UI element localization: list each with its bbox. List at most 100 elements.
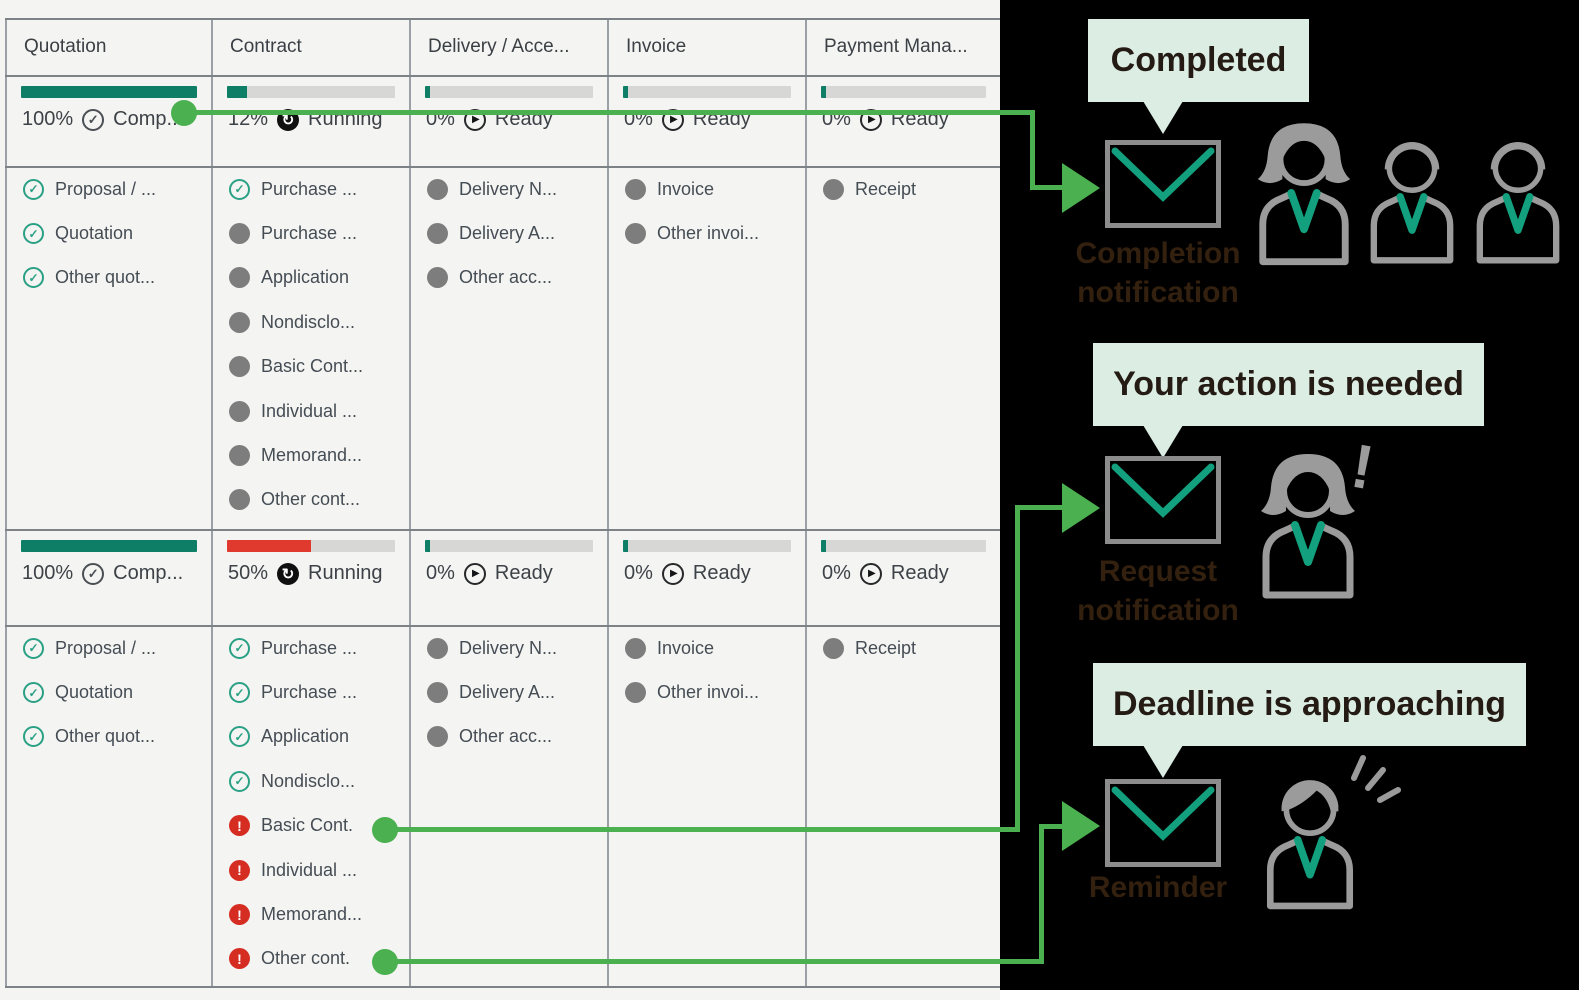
item-status-icon bbox=[427, 267, 448, 289]
progress-fill bbox=[21, 540, 197, 552]
envelope-label-completion: Completion notification bbox=[1075, 237, 1241, 309]
list-item[interactable]: Purchase ... bbox=[213, 670, 409, 714]
list-item[interactable]: Delivery N... bbox=[411, 167, 607, 211]
list-item[interactable]: Delivery A... bbox=[411, 211, 607, 255]
list-item[interactable]: Invoice bbox=[609, 167, 805, 211]
list-item[interactable]: Delivery A... bbox=[411, 670, 607, 714]
arrowhead-reminder bbox=[1062, 801, 1100, 851]
status-label: Comp... bbox=[113, 562, 184, 584]
item-label: Delivery A... bbox=[459, 223, 556, 244]
item-label: Delivery N... bbox=[459, 637, 558, 658]
item-status-icon bbox=[229, 859, 250, 881]
progress-percent: 50% bbox=[228, 562, 269, 584]
grid-line bbox=[5, 18, 1000, 20]
list-item[interactable]: Receipt bbox=[807, 167, 1000, 211]
item-status-icon bbox=[427, 223, 448, 245]
progress-percent: 0% bbox=[624, 562, 653, 584]
item-status-icon bbox=[229, 637, 250, 659]
column-quotation: Quotation 100%Comp... Proposal / ...Quot… bbox=[5, 18, 211, 986]
list-item[interactable]: Purchase ... bbox=[213, 626, 409, 670]
list-item[interactable]: Individual ... bbox=[213, 389, 409, 433]
progress-fill bbox=[425, 540, 430, 552]
item-label: Other invoi... bbox=[657, 682, 760, 703]
list-item[interactable]: Application bbox=[213, 256, 409, 300]
grid-line bbox=[5, 166, 1000, 168]
column-header: Contract bbox=[230, 36, 302, 57]
item-status-icon bbox=[229, 904, 250, 926]
connector-line bbox=[1030, 110, 1035, 190]
woman-icon bbox=[1261, 454, 1355, 599]
status-icon bbox=[82, 562, 105, 585]
list-item[interactable]: Application bbox=[213, 715, 409, 759]
list-item[interactable]: Basic Cont. bbox=[213, 804, 409, 848]
connector-line bbox=[1015, 505, 1020, 832]
woman-icon bbox=[1257, 123, 1351, 266]
list-item[interactable]: Memorand... bbox=[213, 433, 409, 477]
item-label: Application bbox=[261, 267, 350, 288]
progress-bar bbox=[623, 86, 791, 98]
item-label: Purchase ... bbox=[261, 682, 358, 703]
list-item[interactable]: Quotation bbox=[7, 211, 211, 255]
list-item[interactable]: Other acc... bbox=[411, 715, 607, 759]
list-item[interactable]: Nondisclo... bbox=[213, 300, 409, 344]
item-label: Memorand... bbox=[261, 445, 363, 466]
item-status-icon bbox=[229, 178, 250, 200]
status-icon bbox=[463, 108, 486, 131]
list-item[interactable]: Delivery N... bbox=[411, 626, 607, 670]
document-list: Receipt bbox=[807, 166, 1000, 529]
item-status-icon bbox=[427, 726, 448, 748]
item-status-icon bbox=[823, 178, 844, 200]
progress-percent: 100% bbox=[22, 108, 74, 130]
progress-bar bbox=[21, 540, 197, 552]
connector-line bbox=[385, 827, 1020, 832]
item-label: Delivery A... bbox=[459, 682, 556, 703]
list-item[interactable]: Purchase ... bbox=[213, 167, 409, 211]
list-item[interactable]: Invoice bbox=[609, 626, 805, 670]
progress-bar bbox=[21, 86, 197, 98]
envelope-icon bbox=[1105, 140, 1221, 228]
column-delivery-acceptance: Delivery / Acce... 0%Ready Delivery N...… bbox=[409, 18, 607, 986]
phase-progress-cell: 0%Ready bbox=[411, 529, 607, 625]
list-item[interactable]: Other quot... bbox=[7, 256, 211, 300]
progress-fill bbox=[227, 86, 248, 98]
document-list: Proposal / ...QuotationOther quot... bbox=[7, 625, 211, 986]
item-label: Other acc... bbox=[459, 726, 553, 747]
item-status-icon bbox=[427, 682, 448, 704]
item-status-icon bbox=[427, 637, 448, 659]
list-item[interactable]: Basic Cont... bbox=[213, 345, 409, 389]
grid-line bbox=[5, 625, 1000, 627]
phase-status: 0%Ready bbox=[411, 562, 607, 585]
status-icon bbox=[661, 108, 684, 131]
list-item[interactable]: Other invoi... bbox=[609, 211, 805, 255]
phase-progress-cell: 0%Ready bbox=[807, 529, 1000, 625]
list-item[interactable]: Purchase ... bbox=[213, 211, 409, 255]
list-item[interactable]: Other quot... bbox=[7, 715, 211, 759]
document-list: Proposal / ... QuotationOther quot... bbox=[7, 166, 211, 529]
envelope-icon bbox=[1105, 456, 1221, 544]
speech-bubble-tail bbox=[1143, 425, 1183, 458]
grid-line bbox=[5, 986, 1000, 988]
phase-progress-cell: 0%Ready bbox=[609, 75, 805, 166]
list-item[interactable]: Proposal / ... bbox=[7, 167, 211, 211]
list-item[interactable]: Other invoi... bbox=[609, 670, 805, 714]
item-status-icon bbox=[23, 223, 44, 245]
list-item[interactable]: Individual ... bbox=[213, 848, 409, 892]
phase-progress-cell: 100%Comp... bbox=[7, 75, 211, 166]
list-item[interactable]: Other acc... bbox=[411, 256, 607, 300]
connector-line bbox=[1030, 185, 1064, 190]
person-icon bbox=[1476, 142, 1560, 264]
list-item[interactable]: Memorand... bbox=[213, 892, 409, 936]
list-item[interactable]: Nondisclo... bbox=[213, 759, 409, 803]
list-item[interactable]: Other cont... bbox=[213, 478, 409, 522]
item-label: Delivery N... bbox=[459, 178, 558, 199]
list-item[interactable]: Proposal / ... bbox=[7, 626, 211, 670]
phase-status: 50% Running bbox=[213, 562, 409, 585]
item-label: Proposal / ... bbox=[55, 178, 157, 199]
list-item[interactable]: Quotation bbox=[7, 670, 211, 714]
status-label: Running bbox=[308, 562, 383, 584]
column-header: Payment Mana... bbox=[824, 36, 968, 57]
progress-percent: 100% bbox=[22, 562, 74, 584]
list-item[interactable]: Receipt bbox=[807, 626, 1000, 670]
list-item[interactable]: Other cont. bbox=[213, 937, 409, 981]
